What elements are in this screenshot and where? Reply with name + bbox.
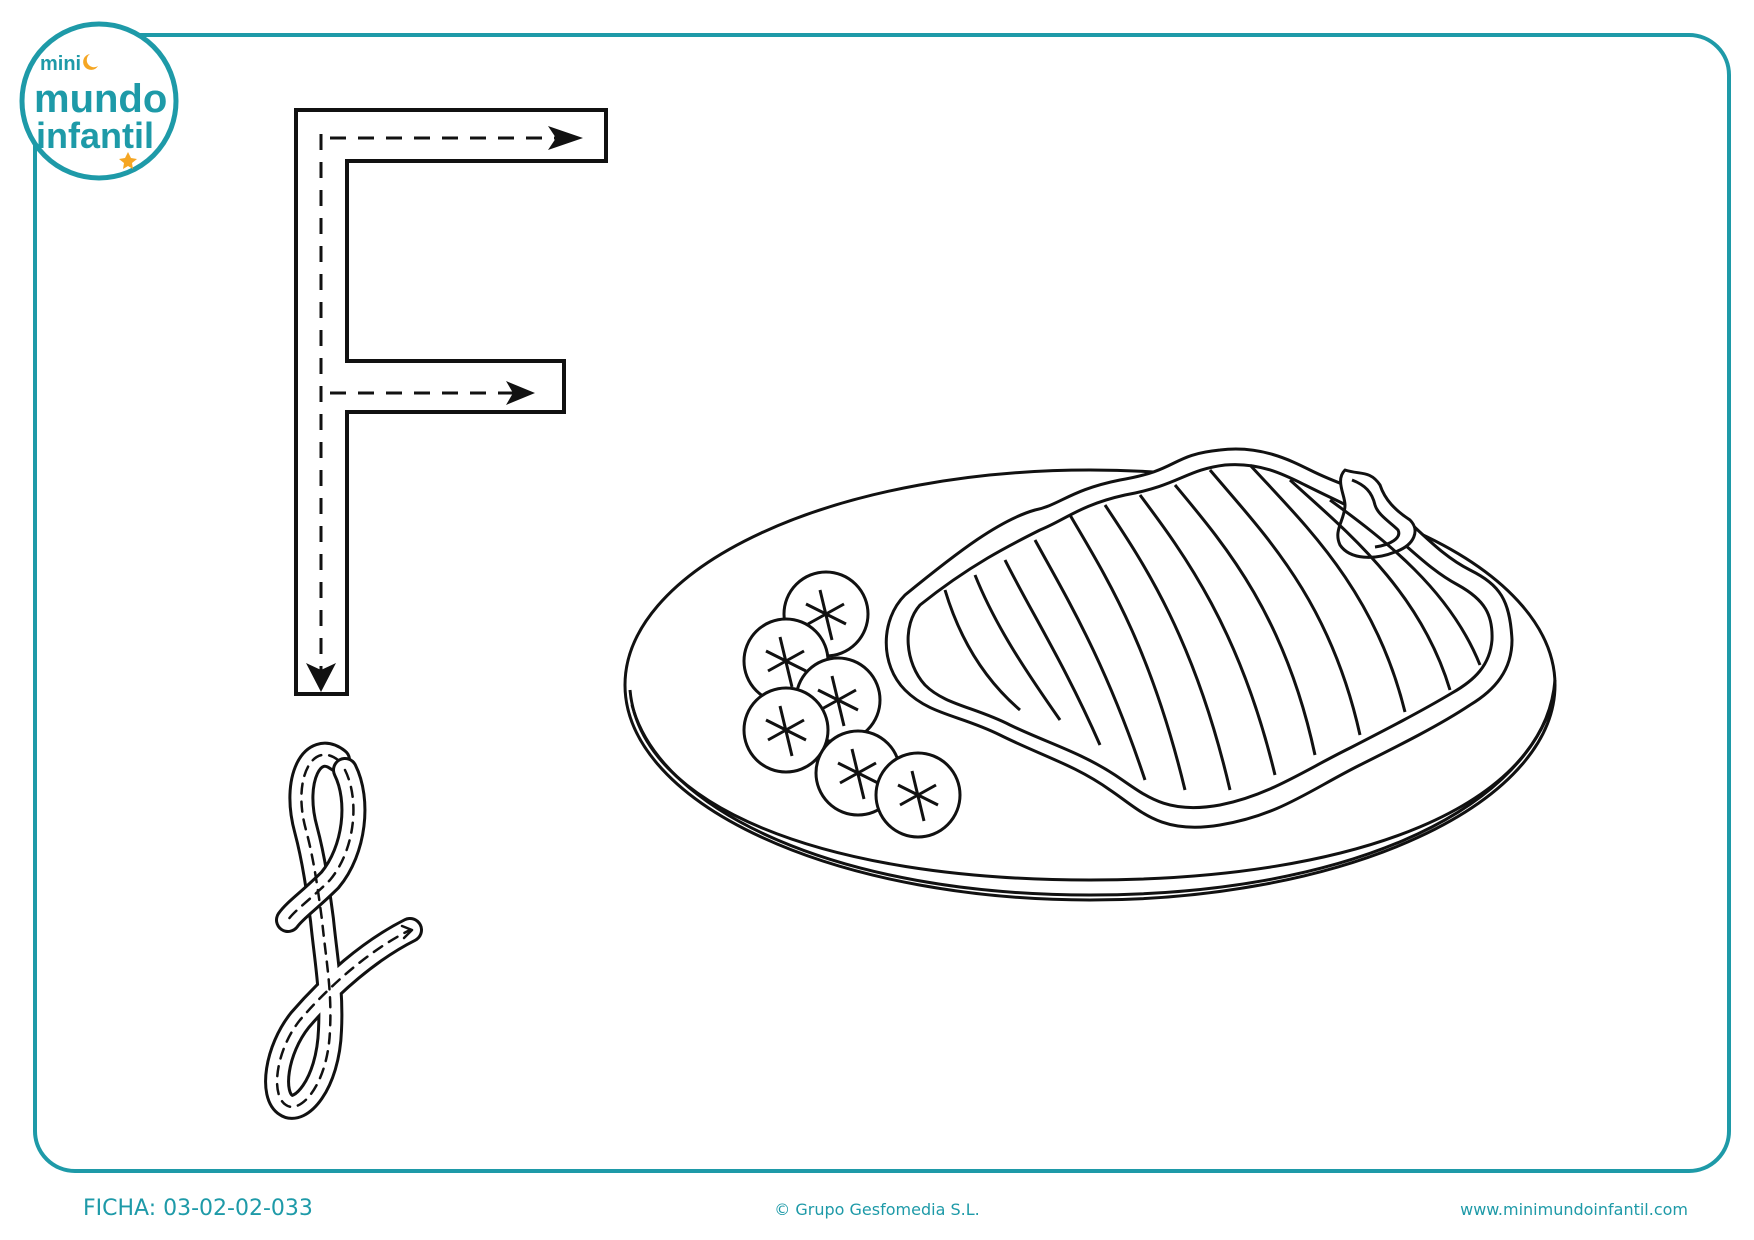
page-frame [33, 33, 1731, 1173]
logo-badge: mini mundo infantil [19, 21, 179, 181]
tomatoes-illustration [742, 570, 962, 839]
uppercase-f-tracing [294, 108, 608, 696]
mini-mundo-infantil-logo: mini mundo infantil [18, 20, 180, 182]
arrow-right-icon [548, 126, 583, 150]
star-icon [119, 152, 137, 169]
steak-illustration [884, 447, 1514, 829]
tomato [874, 751, 962, 839]
lowercase-f-tracing [264, 741, 423, 1120]
logo-text-infantil: infantil [36, 115, 154, 156]
tomato [742, 686, 830, 774]
arrow-down-icon [306, 663, 336, 692]
copyright-notice: © Grupo Gesfomedia S.L. [774, 1200, 980, 1219]
arrow-small-icon [400, 924, 414, 940]
website-link[interactable]: www.minimundoinfantil.com [1460, 1200, 1688, 1219]
logo-text-mini: mini [40, 53, 81, 75]
logo-text-mundo: mundo [34, 77, 167, 121]
worksheet-code: FICHA: 03-02-02-033 [83, 1196, 313, 1221]
moon-icon [83, 54, 98, 70]
arrow-right-icon [506, 381, 535, 405]
